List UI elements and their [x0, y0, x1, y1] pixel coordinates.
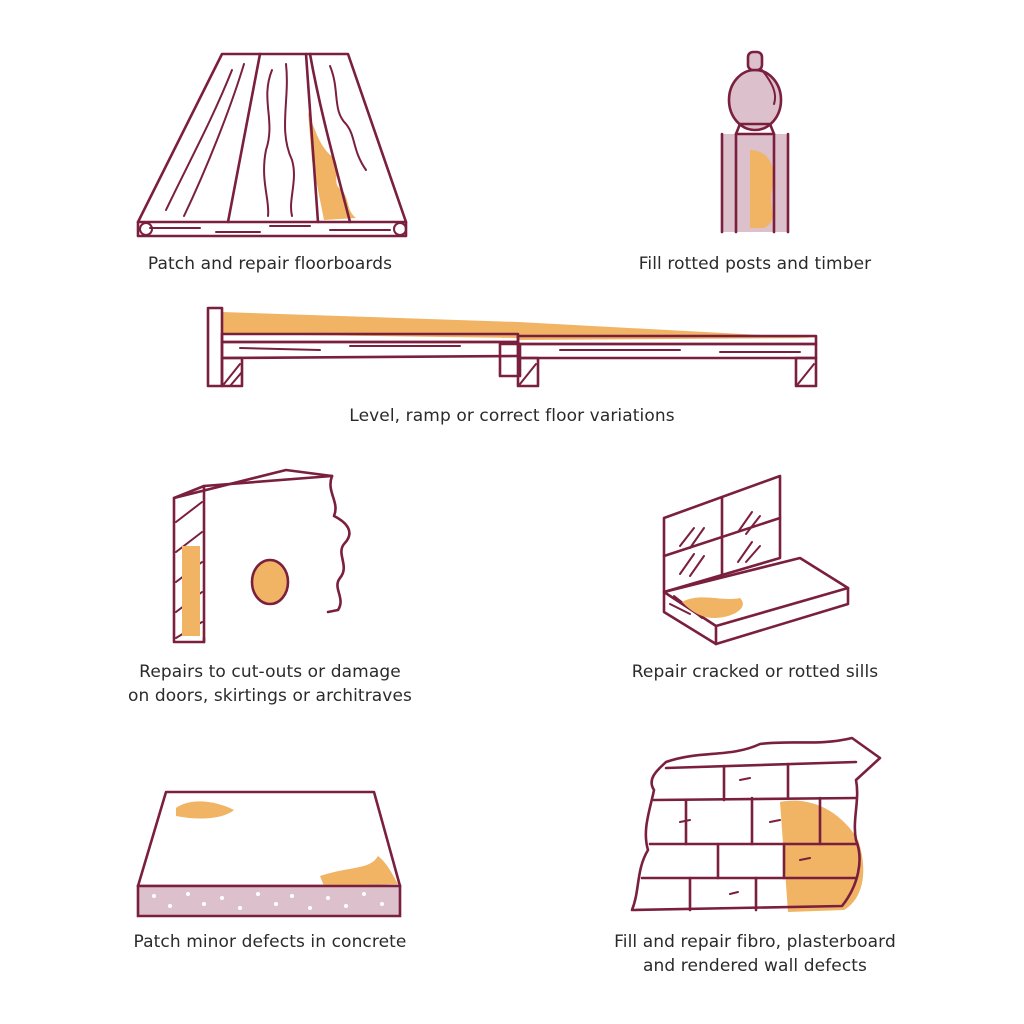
walls-caption-line1: Fill and repair fibro, plasterboard: [614, 932, 896, 952]
doors-caption-line1: Repairs to cut-outs or damage: [139, 662, 401, 682]
concrete-illustration: [136, 790, 402, 918]
door-illustration: [172, 468, 351, 644]
sills-caption: Repair cracked or rotted sills: [631, 662, 879, 682]
doors-caption-line2: on doors, skirtings or architraves: [128, 686, 412, 706]
floorboards-illustration: [136, 52, 408, 238]
post-illustration: [720, 50, 790, 234]
wall-illustration: [630, 736, 882, 912]
floorboards-caption: Patch and repair floorboards: [147, 254, 393, 274]
floor-level-illustration: [206, 306, 818, 388]
posts-caption: Fill rotted posts and timber: [638, 254, 872, 274]
walls-caption-line2: and rendered wall defects: [643, 956, 867, 976]
concrete-caption: Patch minor defects in concrete: [133, 932, 407, 952]
sill-illustration: [662, 474, 850, 646]
floor-level-caption: Level, ramp or correct floor variations: [349, 406, 675, 426]
